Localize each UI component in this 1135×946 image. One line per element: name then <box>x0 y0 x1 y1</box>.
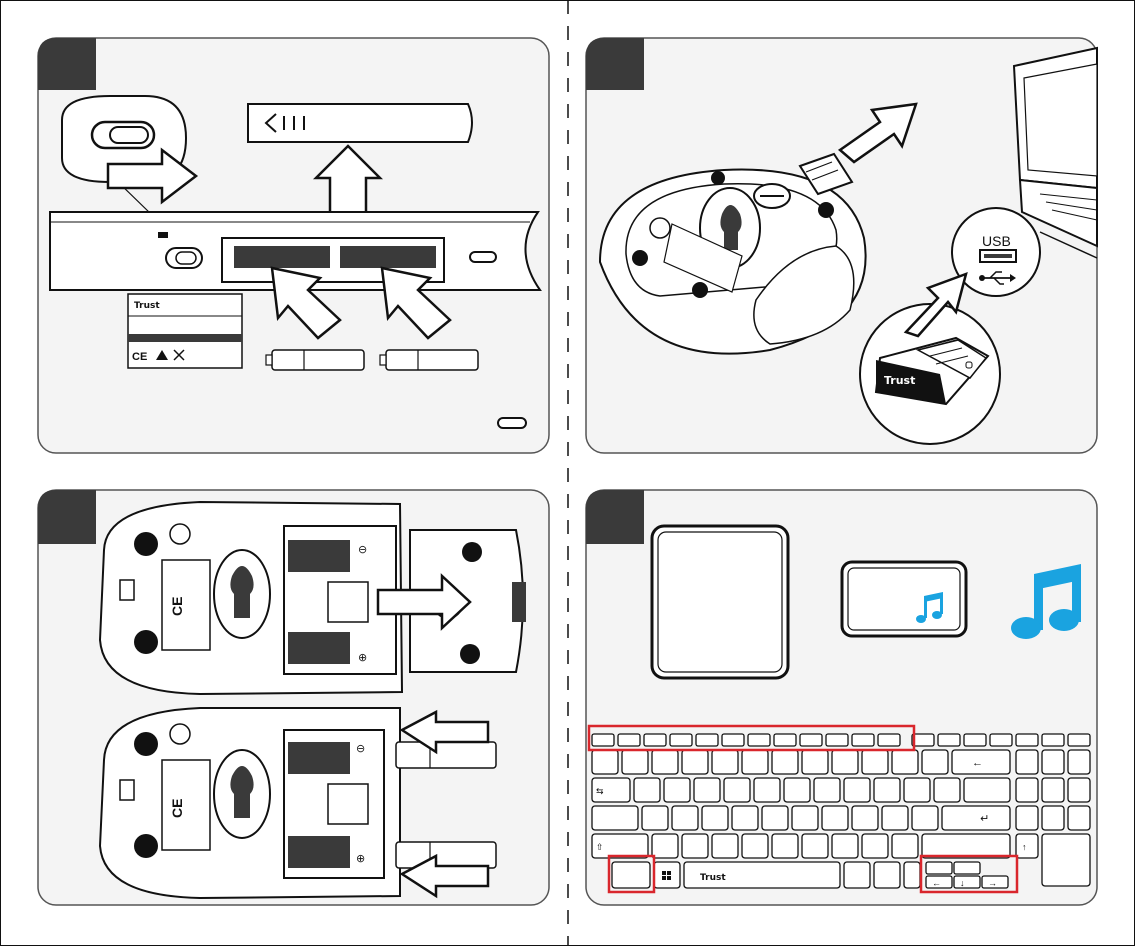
battery-plus-mark: ⊕ <box>356 853 365 865</box>
battery-minus-mark: ⊖ <box>356 743 365 755</box>
battery-slot <box>288 836 350 868</box>
battery-cover <box>248 104 472 142</box>
ce-mark: CE <box>169 597 185 616</box>
step-tab <box>38 490 96 544</box>
usb-label: USB <box>982 233 1011 249</box>
tab-glyph: ⇆ <box>596 786 604 796</box>
arrow-key-left: ← <box>932 878 941 888</box>
key-zoom-large <box>652 526 788 678</box>
panel-usb-receiver: USB Trust <box>586 38 1097 453</box>
panel-mouse-battery: CE ⊖ ⊕ CE <box>38 490 549 905</box>
ce-mark: CE <box>169 799 185 818</box>
step-tab <box>586 490 644 544</box>
mouse-battery-open: CE ⊖ ⊕ <box>100 502 526 694</box>
battery-slot <box>234 246 330 268</box>
aaa-battery <box>380 350 478 370</box>
shift-glyph: ⇧ <box>596 842 604 852</box>
battery-slot <box>340 246 436 268</box>
arrow-key-right: → <box>988 878 997 888</box>
aaa-battery <box>266 350 364 370</box>
panel-keyboard-functions: Trust ← ↵ ⇆ ⇧ ↑ ← ↓ → <box>586 490 1097 905</box>
battery-slot <box>288 742 350 774</box>
keyboard-brand: Trust <box>700 873 726 883</box>
battery-slot <box>288 540 350 572</box>
ce-mark: CE <box>132 351 147 363</box>
aaa-battery <box>396 742 496 768</box>
battery-minus-mark: ⊖ <box>358 544 367 556</box>
step-tab <box>586 38 644 90</box>
panel-keyboard-battery: Trust CE <box>38 38 549 453</box>
battery-plus-mark: ⊕ <box>358 652 367 664</box>
receiver-brand: Trust <box>884 374 915 387</box>
enter-glyph: ↵ <box>980 813 989 825</box>
step-tab <box>38 38 96 90</box>
key-zoom-media <box>842 562 966 636</box>
backspace-glyph: ← <box>972 757 983 769</box>
battery-slot <box>288 632 350 664</box>
sticker-brand: Trust <box>134 301 160 311</box>
arrow-key-up: ↑ <box>1022 842 1027 852</box>
arrow-key-down: ↓ <box>960 878 965 888</box>
aaa-battery <box>396 842 496 868</box>
